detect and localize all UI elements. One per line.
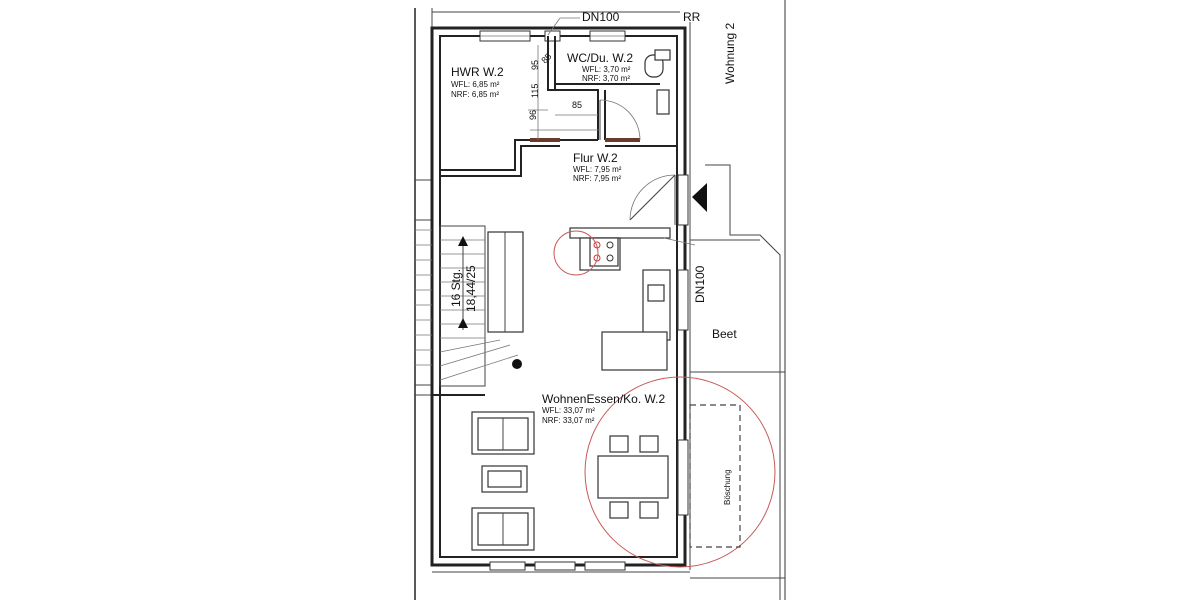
outside-right — [663, 164, 785, 600]
label-rr: RR — [683, 10, 701, 24]
room-flur-wfl: WFL: 7,95 m² — [573, 165, 622, 174]
room-flur-name: Flur W.2 — [573, 151, 618, 165]
dim-96: 96 — [528, 110, 538, 120]
room-wc: WC/Du. W.2 WFL: 3,70 m² NRF: 3,70 m² — [567, 51, 633, 83]
door-leaves — [530, 99, 676, 225]
living-furniture — [471, 411, 535, 551]
top-neighbour-strip — [431, 8, 691, 30]
dim-85-top: 85 — [539, 51, 553, 65]
wc-fixtures — [644, 49, 671, 115]
room-wc-name: WC/Du. W.2 — [567, 51, 633, 65]
room-wohnen-wfl: WFL: 33,07 m² — [542, 406, 595, 415]
label-stair-count: 16 Stg. — [449, 269, 463, 307]
room-wohnen-nrf: NRF: 33,07 m² — [542, 416, 595, 425]
label-beet: Beet — [712, 327, 737, 341]
room-wohnen-name: WohnenEssen/Ko. W.2 — [542, 392, 666, 406]
label-stair-ratio: 18,44/25 — [464, 265, 478, 312]
label-boeschung: Böschung — [723, 469, 732, 505]
entrance-arrow-icon — [692, 183, 707, 212]
room-wc-nrf: NRF: 3,70 m² — [582, 74, 630, 83]
label-dn100-top: DN100 — [582, 10, 620, 24]
kitchen — [553, 227, 671, 371]
dim-115: 115 — [530, 84, 540, 98]
neighbour-walls-left — [415, 179, 432, 396]
label-wohnung: Wohnung 2 — [723, 23, 737, 84]
top-windows — [479, 30, 626, 42]
bottom-windows — [489, 561, 626, 571]
room-hwr: HWR W.2 WFL: 6,85 m² NRF: 6,85 m² — [451, 65, 504, 99]
label-dn100-side: DN100 — [693, 265, 707, 303]
room-flur: Flur W.2 WFL: 7,95 m² NRF: 7,95 m² — [573, 151, 622, 183]
dim-95: 95 — [530, 60, 540, 70]
interior-walls — [432, 36, 677, 396]
stair-arrow-up-icon — [458, 236, 468, 246]
column-dot — [512, 359, 522, 369]
staircase — [415, 225, 524, 387]
dining-set — [584, 376, 776, 568]
room-hwr-nrf: NRF: 6,85 m² — [451, 90, 499, 99]
stair-arrow-mid-icon — [458, 318, 468, 328]
room-hwr-name: HWR W.2 — [451, 65, 504, 79]
right-windows — [677, 174, 689, 516]
room-wc-wfl: WFL: 3,70 m² — [582, 65, 631, 74]
dim-85: 85 — [572, 100, 582, 110]
room-flur-nrf: NRF: 7,95 m² — [573, 174, 621, 183]
room-wohnen: WohnenEssen/Ko. W.2 WFL: 33,07 m² NRF: 3… — [542, 392, 666, 425]
room-hwr-wfl: WFL: 6,85 m² — [451, 80, 500, 89]
